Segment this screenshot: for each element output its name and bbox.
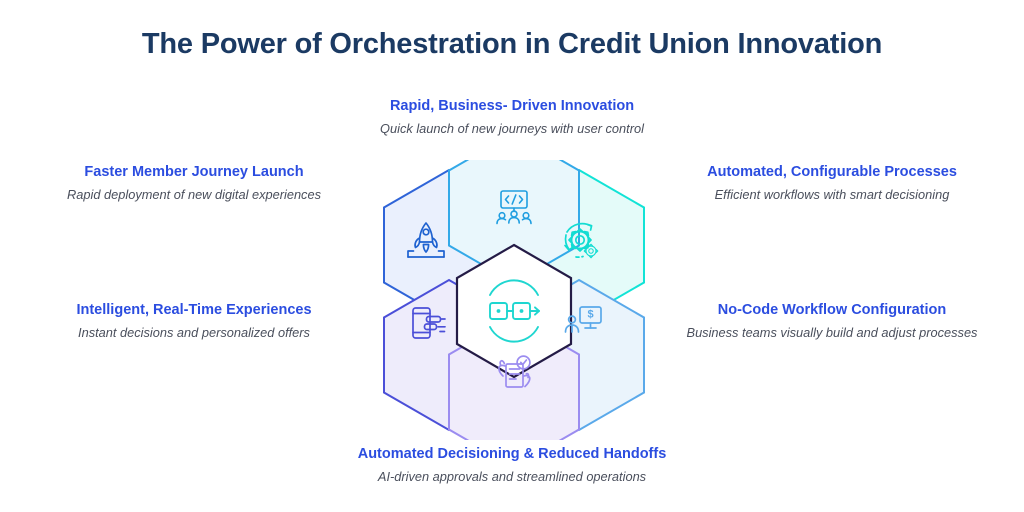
callout-top-left-title: Faster Member Journey Launch xyxy=(84,164,304,180)
callout-bottom-subtitle: AI-driven approvals and streamlined oper… xyxy=(377,469,647,485)
callout-top-title: Rapid, Business- Driven Innovation xyxy=(389,98,635,114)
callout-mid-right: No-Code Workflow Configuration Business … xyxy=(676,300,988,342)
callout-top-right: Automated, Configurable Processes Effici… xyxy=(676,162,988,204)
callout-top-left: Faster Member Journey Launch Rapid deplo… xyxy=(38,162,350,204)
rocket-launch-icon xyxy=(407,222,445,258)
callout-mid-right-subtitle: Business teams visually build and adjust… xyxy=(686,325,978,341)
mobile-notification-icon xyxy=(412,307,446,339)
page-title: The Power of Orchestration in Credit Uni… xyxy=(141,28,883,60)
code-team-icon xyxy=(496,190,532,225)
callout-mid-left: Intelligent, Real-Time Experiences Insta… xyxy=(38,300,350,342)
callout-top-subtitle: Quick launch of new journeys with user c… xyxy=(380,121,644,137)
callout-top: Rapid, Business- Driven Innovation Quick… xyxy=(352,96,672,138)
callout-bottom-title: Automated Decisioning & Reduced Handoffs xyxy=(357,446,667,462)
callout-top-right-subtitle: Efficient workflows with smart decisioni… xyxy=(714,187,950,203)
callout-mid-left-subtitle: Instant decisions and personalized offer… xyxy=(78,325,310,341)
callout-top-right-title: Automated, Configurable Processes xyxy=(707,164,957,180)
orchestration-workflow-icon xyxy=(489,279,540,343)
document-approved-icon xyxy=(498,355,531,388)
callout-bottom: Automated Decisioning & Reduced Handoffs… xyxy=(322,444,702,486)
hexagon-cluster-diagram: $ xyxy=(364,160,664,440)
gears-refresh-icon xyxy=(564,222,599,259)
callout-mid-right-title: No-Code Workflow Configuration xyxy=(717,302,947,318)
svg-text:$: $ xyxy=(587,309,593,321)
hexagon-center xyxy=(455,243,573,379)
callout-mid-left-title: Intelligent, Real-Time Experiences xyxy=(76,302,312,318)
callout-top-left-subtitle: Rapid deployment of new digital experien… xyxy=(67,187,321,203)
person-payment-screen-icon: $ xyxy=(564,306,602,333)
